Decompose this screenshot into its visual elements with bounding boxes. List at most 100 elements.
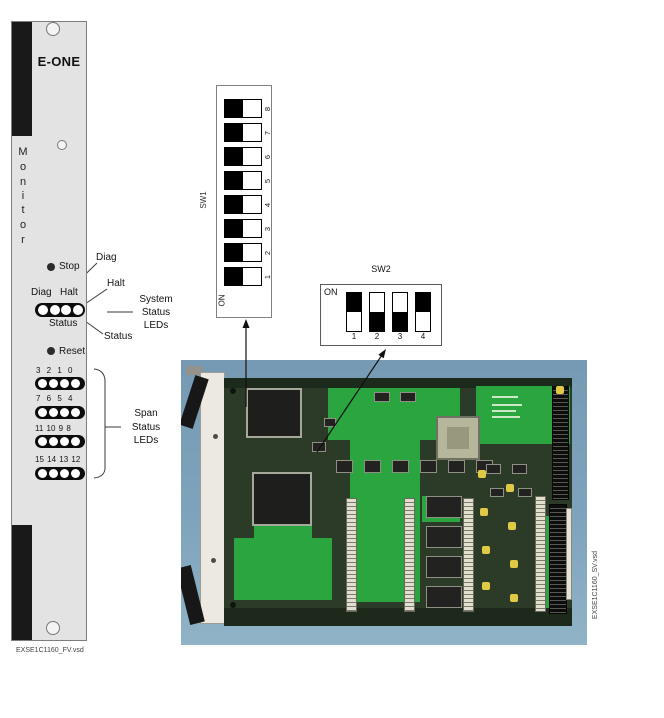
- status-label: Status: [49, 318, 78, 329]
- sw1-switch-number: 3: [263, 226, 272, 232]
- monitor-label-letter: o: [19, 161, 27, 173]
- led: [60, 437, 69, 446]
- photo-caption: EXSE1C1160_SV.vsd: [592, 550, 599, 620]
- led: [49, 437, 58, 446]
- span-led-row: [35, 467, 85, 480]
- panel-black-bar-top: [12, 22, 32, 136]
- led: [38, 437, 47, 446]
- ic-chip: [448, 460, 465, 473]
- ic-chip: [420, 460, 437, 473]
- qfp-chip: [252, 472, 312, 526]
- monitor-label-letter: r: [21, 234, 25, 246]
- simm-connector: [346, 498, 357, 612]
- led: [49, 408, 58, 417]
- callout-halt-label: Halt: [107, 278, 125, 289]
- sw1-switch-number: 4: [263, 202, 272, 208]
- pcb-label-text: [492, 416, 520, 418]
- pcb-label-text: [492, 410, 516, 412]
- system-leds-line: Status: [141, 307, 171, 318]
- span-leds-line: Status: [131, 421, 161, 433]
- sw1-switch-6: [224, 147, 262, 166]
- pcb-green-zone: [234, 538, 332, 600]
- span-led-row: [35, 435, 85, 448]
- sw2-title: SW2: [371, 264, 391, 274]
- led: [71, 437, 80, 446]
- front-bracket: [200, 372, 225, 624]
- capacitor: [482, 582, 490, 590]
- capacitor: [510, 560, 518, 568]
- capacitor: [506, 484, 514, 492]
- sw1-switch-number: 6: [263, 154, 272, 160]
- ic-chip: [512, 464, 527, 474]
- led: [49, 305, 60, 315]
- sw1-switch-4: [224, 195, 262, 214]
- pcb-photo: [181, 360, 587, 645]
- led: [72, 305, 83, 315]
- capacitor: [478, 470, 486, 478]
- sw2-switch-3: [392, 292, 408, 332]
- sw2-switch-number: 2: [374, 332, 380, 341]
- callout-status-label: Status: [104, 331, 133, 342]
- capacitor: [508, 522, 516, 530]
- connector-screw-hole: [57, 140, 67, 150]
- pcb-green-zone: [254, 524, 312, 542]
- sw1-switch-number: 1: [263, 274, 272, 280]
- simm-connector: [463, 498, 474, 612]
- sw1-switch-number: 7: [263, 130, 272, 136]
- callout-diag-label: Diag: [96, 252, 117, 263]
- capacitor: [556, 386, 564, 394]
- led: [38, 469, 47, 478]
- ic-chip: [426, 496, 462, 518]
- ic-chip: [312, 442, 326, 452]
- ic-chip: [336, 460, 353, 473]
- pcb-board: [224, 378, 572, 626]
- led: [60, 469, 69, 478]
- fpga-chip: [436, 416, 480, 460]
- sw1-switch-1: [224, 267, 262, 286]
- sw1-switch-8: [224, 99, 262, 118]
- sw1-switch-7: [224, 123, 262, 142]
- ic-chip: [486, 464, 501, 474]
- bracket-screw: [211, 558, 216, 563]
- led: [60, 379, 69, 388]
- span-led-row-label: 3 2 1 0: [36, 366, 73, 375]
- sw1-switch-number: 5: [263, 178, 272, 184]
- span-leds-line: Span: [134, 408, 158, 419]
- sw2-switch-number: 1: [351, 332, 357, 341]
- stop-button: [47, 263, 55, 271]
- mounting-hole: [230, 602, 236, 608]
- sw2-switch-number: 4: [420, 332, 426, 341]
- ic-chip: [518, 488, 532, 497]
- card-guide-clip: [186, 366, 202, 375]
- screw-hole-top: [46, 22, 60, 36]
- ic-chip: [374, 392, 390, 402]
- ic-chip: [490, 488, 504, 497]
- span-status-leds-caption: Span Status LEDs: [125, 407, 167, 448]
- sw1-switch-5: [224, 171, 262, 190]
- span-leds-line: LEDs: [133, 435, 159, 446]
- simm-connector: [404, 498, 415, 612]
- mounting-hole: [230, 388, 236, 394]
- stop-label: Stop: [59, 261, 80, 272]
- span-led-row-label: 11 10 9 8: [35, 424, 71, 433]
- system-leds-line: System: [139, 294, 173, 305]
- span-led-row-label: 15 14 13 12: [35, 455, 81, 464]
- pcb-label-text: [492, 396, 518, 398]
- edge-connector: [549, 504, 567, 614]
- led: [38, 379, 47, 388]
- board-edge-top: [224, 378, 572, 388]
- sw2-switch-2: [369, 292, 385, 332]
- reset-button: [47, 347, 55, 355]
- panel-black-bar-bottom: [12, 525, 32, 640]
- ic-chip: [426, 556, 462, 578]
- span-led-row-label: 7 6 5 4: [36, 394, 73, 403]
- led: [49, 379, 58, 388]
- span-led-row: [35, 377, 85, 390]
- led: [49, 469, 58, 478]
- sw1-switch-number: 8: [263, 106, 272, 112]
- ic-chip: [426, 586, 462, 608]
- ic-chip: [400, 392, 416, 402]
- reset-label: Reset: [59, 346, 86, 357]
- system-status-led-group: [35, 303, 85, 317]
- board-edge-bottom: [224, 608, 572, 626]
